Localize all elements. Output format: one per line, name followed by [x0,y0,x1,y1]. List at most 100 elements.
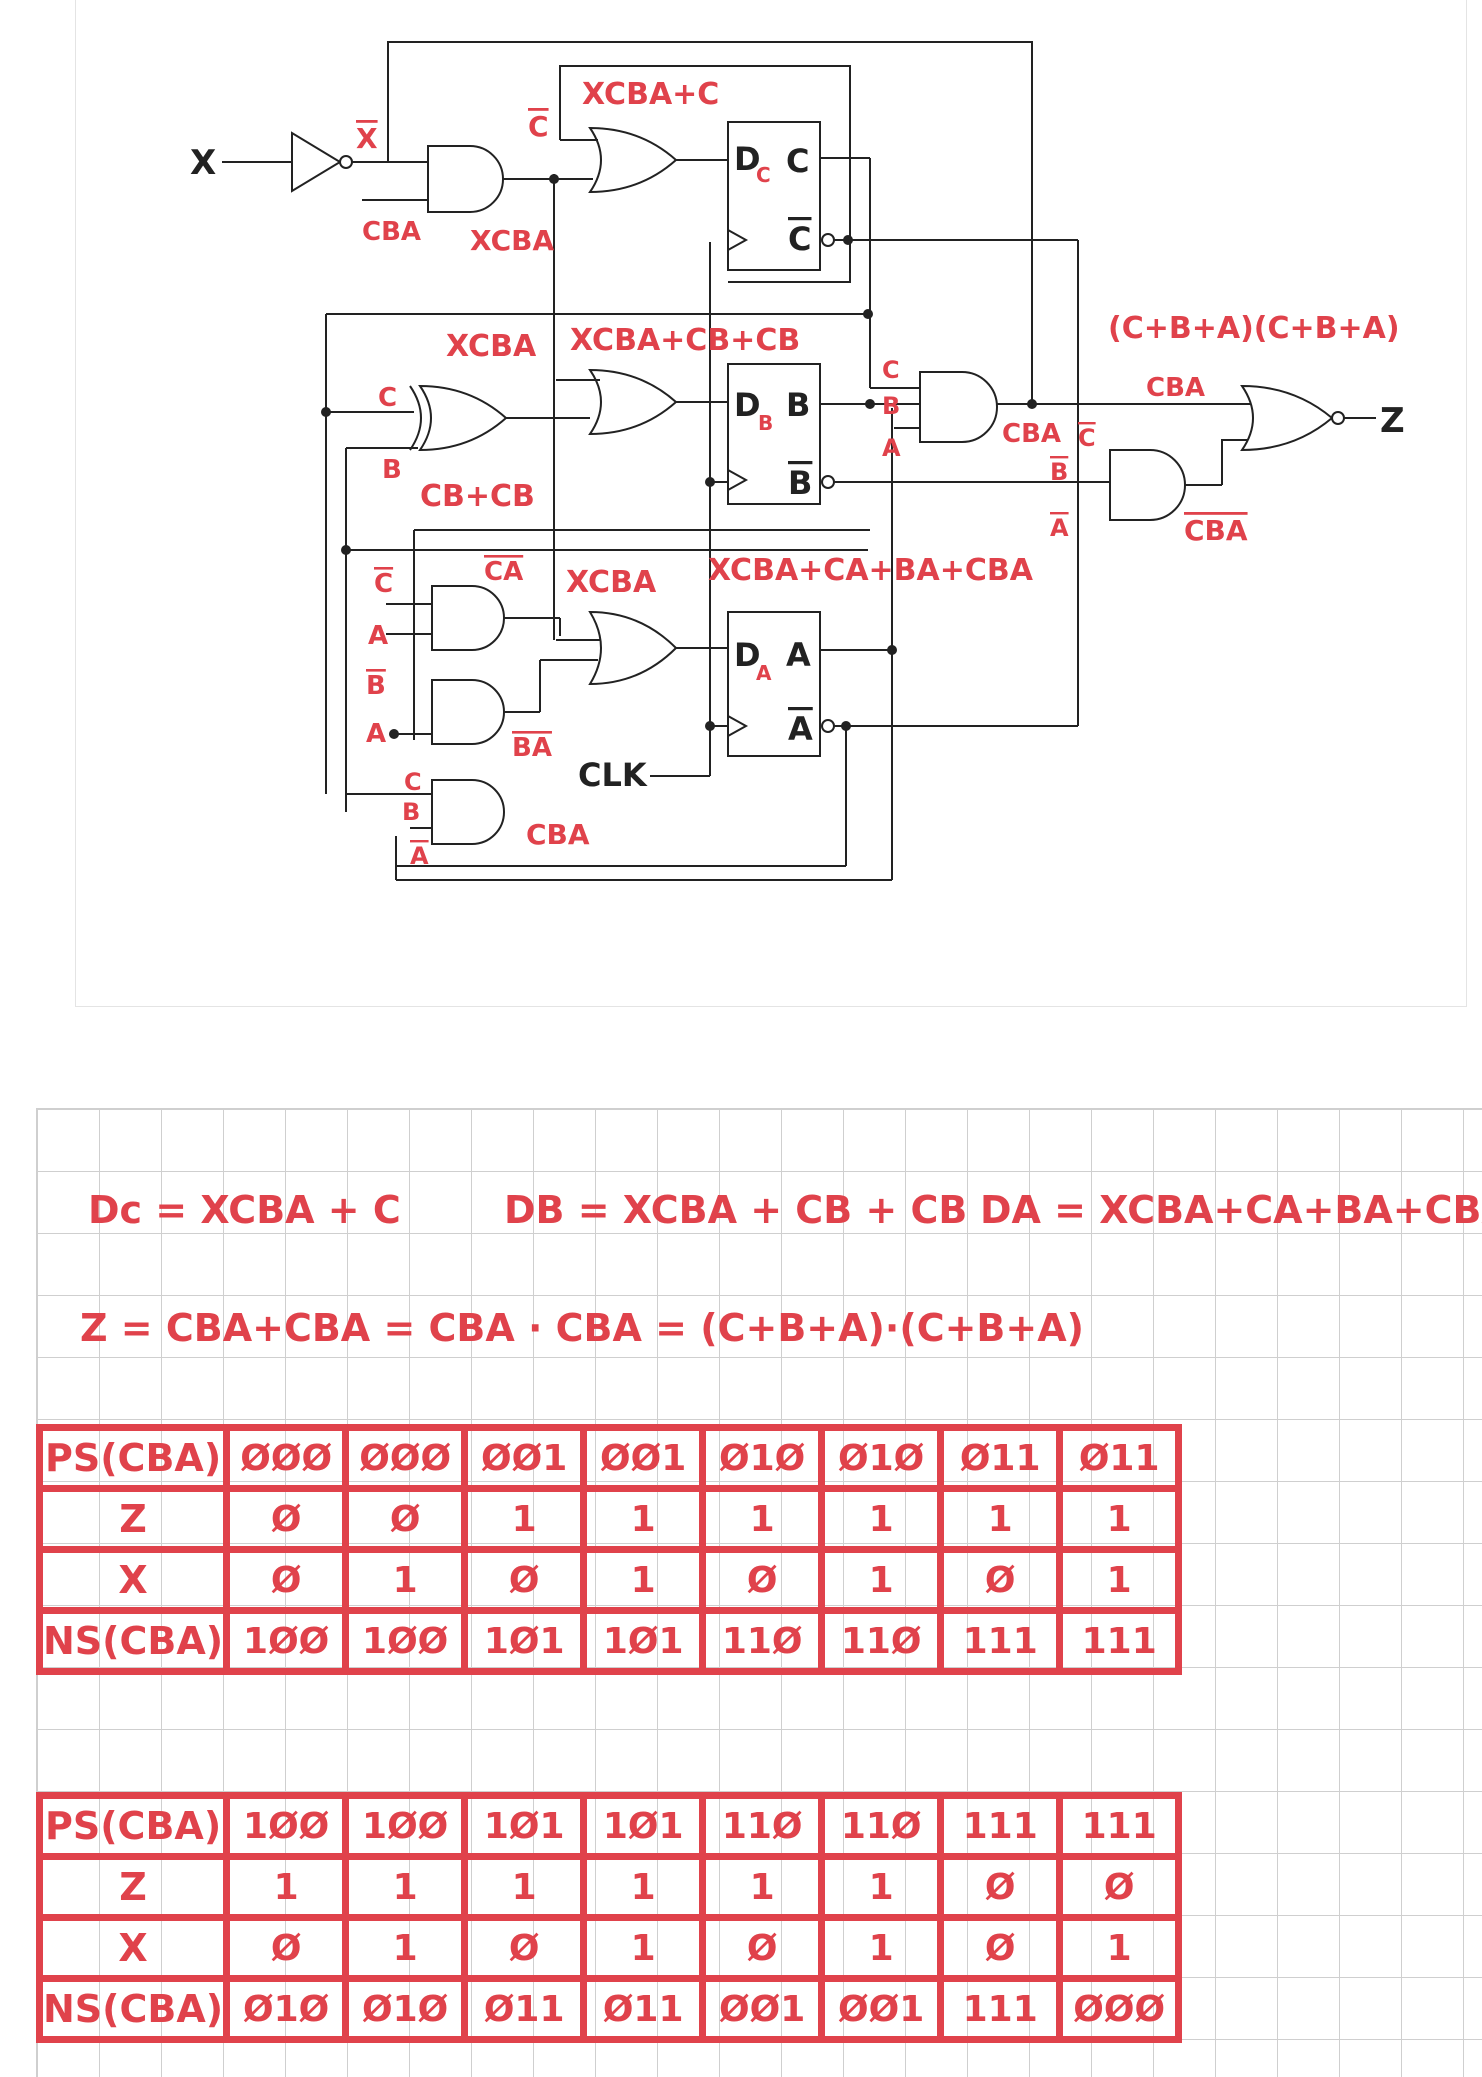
table-cell: 1Ø1 [580,1792,707,1860]
ff-b-qn: B [788,464,812,502]
notes-area: Dc = XCBA + C DB = XCBA + CB + CB DA = X… [0,1010,1482,2077]
table-cell: Ø [937,1914,1064,1982]
table-cell: ØØØ [1056,1975,1183,2043]
annot-xor-b: B [382,455,402,485]
equation-db: DB = XCBA + CB + CB [504,1188,968,1232]
table-cell: 1 [818,1853,945,1921]
table-cell: Ø [1056,1853,1183,1921]
annot-bbar2: B [1050,458,1068,486]
table-cell: 11Ø [699,1792,826,1860]
row-header-cell: Z [35,1485,231,1553]
table-cell: ØØØ [342,1424,469,1492]
table-cell: Ø1Ø [699,1424,826,1492]
table-cell: ØØØ [223,1424,350,1492]
table-cell: Ø [937,1546,1064,1614]
ff-a-d: D [734,636,761,674]
table-cell: 1ØØ [223,1607,350,1675]
ff-c-sub: C [756,163,771,187]
table-cell: Ø1Ø [818,1424,945,1492]
table-cell: 1 [461,1853,588,1921]
row-header-cell: Z [35,1853,231,1921]
annot-cbar2: C [1078,424,1096,452]
annot-and-b: B [882,392,900,420]
annot-da-expr: XCBA+CA+BA+CBA [708,553,1034,588]
table-cell: ØØ1 [699,1975,826,2043]
annot-dc-expr: XCBA+C [582,77,719,112]
circuit-diagram: X Z CLK D C C D B B D A A C B A X CBA XC… [190,41,1405,881]
table-cell: 11Ø [818,1792,945,1860]
ff-c-q: C [786,142,809,180]
table-cell: 1 [580,1853,707,1921]
row-header-cell: NS(CBA) [35,1607,231,1675]
table-cell: 1ØØ [342,1607,469,1675]
row-header-cell: PS(CBA) [35,1792,231,1860]
ff-b-q: B [786,386,810,424]
clk-label: CLK [578,756,648,794]
equation-dc: Dc = XCBA + C [88,1188,401,1232]
table-cell: Ø [342,1485,469,1553]
table-cell: 1 [461,1485,588,1553]
annot-b4: B [402,798,420,826]
table-cell: 111 [937,1607,1064,1675]
annot-abar4: A [410,842,429,870]
annot-abar2: A [1050,514,1069,542]
annot-db-expr: XCBA+CB+CB [570,323,800,358]
annot-xcba-b: XCBA [446,329,537,364]
annot-xor-c: C [378,383,397,413]
ff-c-qn: C [788,220,811,258]
input-x-label: X [190,143,216,183]
table-cell: ØØ1 [461,1424,588,1492]
annot-cbar-in: C [528,110,549,143]
annot-a3: A [368,621,388,651]
table-cell: Ø11 [937,1424,1064,1492]
table-cell: 1 [342,1546,469,1614]
table-cell: 1Ø1 [461,1607,588,1675]
annot-and-a: A [882,434,901,462]
annot-cba-low: CBA [526,818,590,851]
table-cell: 1 [580,1485,707,1553]
ff-c-d: D [734,140,761,178]
table-cell: Ø11 [1056,1424,1183,1492]
table-cell: 1 [342,1853,469,1921]
table-cell: 1Ø1 [461,1792,588,1860]
ff-b-d: D [734,386,761,424]
table-cell: Ø11 [580,1975,707,2043]
annot-xbar: X [356,122,378,155]
table-cell: 1Ø1 [580,1607,707,1675]
table-cell: 11Ø [699,1607,826,1675]
table-cell: Ø [223,1485,350,1553]
row-header-cell: PS(CBA) [35,1424,231,1492]
annot-and-c: C [882,356,900,384]
annot-xor-out: CB+CB [420,479,535,514]
table-cell: 1 [818,1546,945,1614]
annot-a4: A [366,719,386,749]
annot-xcba-c: XCBA [566,565,657,600]
table-cell: Ø [461,1914,588,1982]
row-header-cell: NS(CBA) [35,1975,231,2043]
annot-cbar3: C [374,569,393,599]
row-header-cell: X [35,1546,231,1614]
table-cell: 1 [580,1546,707,1614]
table-cell: 111 [937,1975,1064,2043]
table-cell: 1 [342,1914,469,1982]
ff-b-sub: B [758,411,773,435]
table-cell: 1 [699,1853,826,1921]
table-cell: 1 [1056,1485,1183,1553]
table-cell: Ø [699,1546,826,1614]
annot-c4: C [404,768,422,796]
ff-a-sub: A [756,661,772,685]
annot-xcba-out: XCBA [470,224,554,257]
table-cell: 1 [1056,1546,1183,1614]
annot-cbabar: CBA [1184,514,1248,547]
table-cell: ØØ1 [580,1424,707,1492]
table-cell: Ø1Ø [223,1975,350,2043]
table-cell: 1ØØ [223,1792,350,1860]
table-cell: Ø [699,1914,826,1982]
annot-bbar3: B [366,671,386,701]
ff-a-q: A [786,636,811,674]
